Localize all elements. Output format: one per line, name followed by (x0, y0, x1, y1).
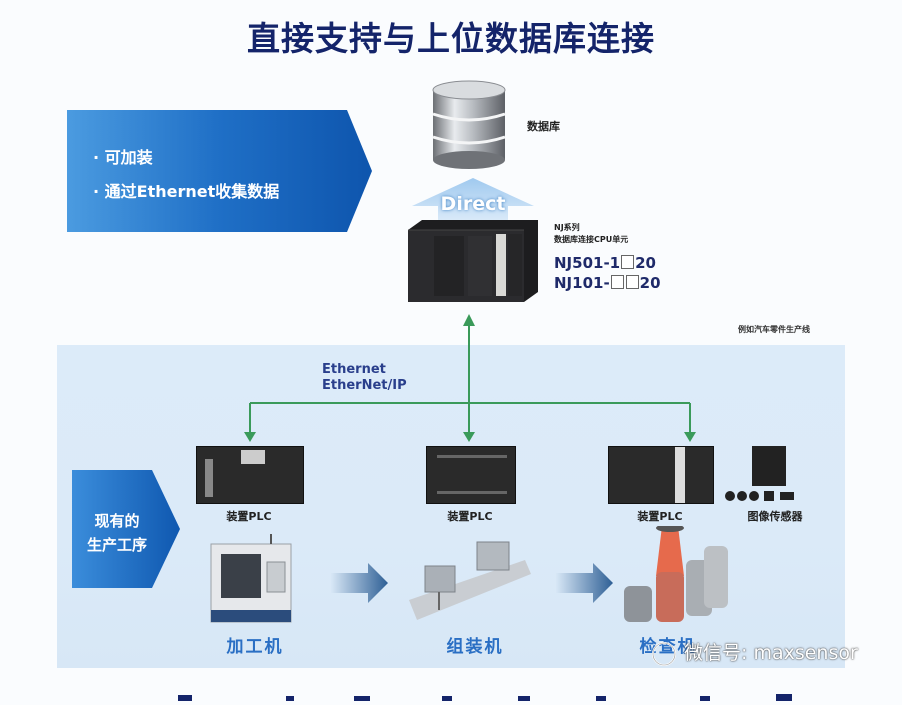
direct-arrow: Direct (404, 176, 542, 228)
model-1-prefix: NJ501-1 (554, 254, 621, 272)
machining-center-icon (205, 532, 305, 624)
image-sensor-label: 图像传感器 (747, 510, 803, 523)
feature-callout: · 可加装 · 通过Ethernet收集数据 (67, 110, 372, 232)
wechat-icon (650, 640, 680, 668)
cropped-next-title (0, 686, 902, 701)
plc-display (241, 450, 265, 464)
device-plc-2 (426, 446, 516, 504)
database-icon (430, 80, 508, 170)
page-title: 直接支持与上位数据库连接 (247, 19, 655, 58)
machine-label-2: 组装机 (446, 637, 504, 657)
direct-label: Direct (440, 193, 506, 215)
controller-description: NJ系列 数据库连接CPU单元 (554, 222, 628, 246)
feature-bullet-2: · 通过Ethernet收集数据 (93, 182, 280, 201)
controller-model-1: NJ501-1 20 (554, 254, 656, 272)
model-2-suffix: 20 (639, 274, 661, 292)
plc-label-1: 装置PLC (226, 510, 272, 523)
plc-label-3: 装置PLC (637, 510, 683, 523)
device-plc-3 (608, 446, 714, 504)
network-protocol-labels: Ethernet EtherNet/IP (322, 362, 407, 394)
device-plc-1 (196, 446, 304, 504)
feature-bullet-1: · 可加装 (93, 148, 153, 167)
network-up-arrowhead (463, 314, 475, 326)
database-label: 数据库 (527, 120, 560, 133)
plc-cpu-panel (675, 447, 685, 503)
line-caption: 例如汽车零件生产线 (738, 325, 810, 334)
callout-arrow-shape (67, 110, 372, 232)
controller-series: NJ系列 (554, 223, 580, 232)
callout-arrow-shape (72, 470, 180, 588)
assembly-machine-icon (405, 530, 535, 622)
watermark-text: 微信号: maxsensor (684, 642, 858, 664)
machine-label-1: 加工机 (226, 637, 284, 657)
model-1-suffix: 20 (635, 254, 656, 272)
flow-arrow-icon (555, 563, 615, 603)
process-callout: 现有的 生产工序 (72, 470, 180, 588)
controller-model-2: NJ101- 20 (554, 274, 661, 292)
plc-terminal-row (437, 491, 507, 494)
plc-label-2: 装置PLC (447, 510, 493, 523)
protocol-ethernet: Ethernet (322, 362, 386, 377)
production-line-panel (57, 345, 845, 668)
nj-controller-image (404, 214, 542, 302)
image-sensor-controller (752, 446, 786, 486)
model-2-prefix: NJ101- (554, 274, 610, 292)
placeholder-box (610, 275, 624, 289)
inspection-parts-icon (620, 524, 730, 626)
network-down-arrowhead-1 (244, 432, 256, 442)
process-callout-line-2: 生产工序 (86, 536, 147, 554)
plc-io-strip (205, 459, 213, 497)
plc-terminal-row (437, 455, 507, 458)
placeholder-box (625, 275, 639, 289)
process-callout-line-1: 现有的 (94, 512, 140, 530)
up-arrow-icon (412, 178, 534, 228)
flow-arrow-icon (330, 563, 390, 603)
protocol-ethernet-ip: EtherNet/IP (322, 378, 407, 393)
network-down-arrowhead-3 (684, 432, 696, 442)
controller-type: 数据库连接CPU单元 (554, 235, 629, 244)
network-down-arrowhead-2 (463, 432, 475, 442)
camera-cables-icon (724, 488, 798, 502)
placeholder-box (621, 255, 635, 269)
